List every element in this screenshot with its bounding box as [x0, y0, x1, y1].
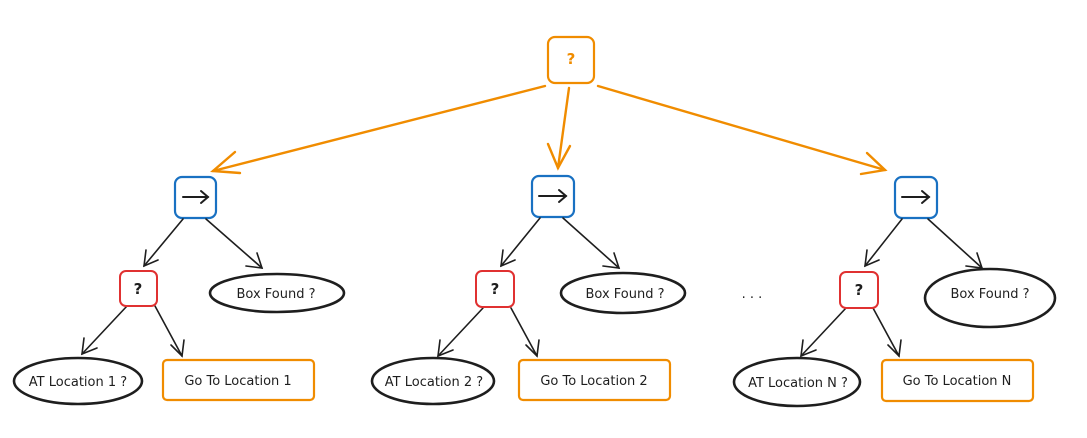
go-to-action-3: Go To Location N: [880, 358, 1035, 403]
more-branches-ellipsis: . . .: [742, 287, 763, 302]
fallback-symbol-1: ?: [134, 280, 143, 298]
root-edges: [210, 84, 888, 176]
arrow-right-icon: [182, 190, 210, 204]
root-edge-1-arrowhead: [210, 150, 242, 175]
check-condition-3: Box Found ?: [923, 267, 1057, 329]
check-condition-2: Box Found ?: [559, 271, 687, 315]
go-to-action-label-1: Go To Location 1: [184, 374, 291, 389]
sequence-node-2: [530, 174, 576, 219]
root-edge-1: [211, 84, 547, 173]
location-condition-label-3: AT Location N ?: [748, 376, 848, 391]
root-edge-3: [596, 84, 887, 172]
branch-2-edges: [437, 217, 621, 358]
fallback-node-2: ?: [475, 270, 515, 308]
go-to-action-1: Go To Location 1: [161, 358, 316, 402]
go-to-action-label-2: Go To Location 2: [540, 374, 647, 389]
root-selector-node: ?: [546, 35, 596, 85]
fallback-symbol-3: ?: [855, 281, 864, 299]
branch-3: ? Box Found ? AT Location N ? Go To Loca…: [732, 175, 1057, 408]
fallback-symbol-2: ?: [491, 280, 500, 298]
branch-3-edges: [800, 218, 984, 358]
arrow-right-icon: [538, 189, 568, 203]
branch-1-edges: [81, 218, 264, 358]
root-edge-2: [556, 86, 571, 170]
location-condition-label-2: AT Location 2 ?: [385, 375, 483, 390]
root-edge-2-arrowhead: [546, 142, 572, 171]
check-condition-label-3: Box Found ?: [950, 287, 1029, 302]
go-to-action-label-3: Go To Location N: [903, 374, 1012, 389]
location-condition-label-1: AT Location 1 ?: [29, 375, 127, 390]
fallback-node-3: ?: [839, 271, 879, 309]
branch-2: ? Box Found ? AT Location 2 ? Go To Loca…: [370, 174, 687, 406]
arrow-right-icon: [901, 190, 931, 204]
fallback-node-1: ?: [119, 270, 158, 307]
check-condition-label-1: Box Found ?: [236, 287, 315, 302]
location-condition-3: AT Location N ?: [732, 356, 862, 408]
sequence-node-1: [173, 175, 218, 220]
sequence-node-3: [893, 175, 939, 220]
check-condition-label-2: Box Found ?: [585, 287, 664, 302]
root-edge-3-arrowhead: [859, 151, 888, 176]
go-to-action-2: Go To Location 2: [517, 358, 672, 402]
location-condition-1: AT Location 1 ?: [12, 356, 144, 406]
branch-1: ? Box Found ? AT Location 1 ? Go To Loca…: [12, 175, 346, 406]
root-symbol: ?: [567, 50, 576, 68]
location-condition-2: AT Location 2 ?: [370, 356, 496, 406]
check-condition-1: Box Found ?: [208, 272, 346, 314]
